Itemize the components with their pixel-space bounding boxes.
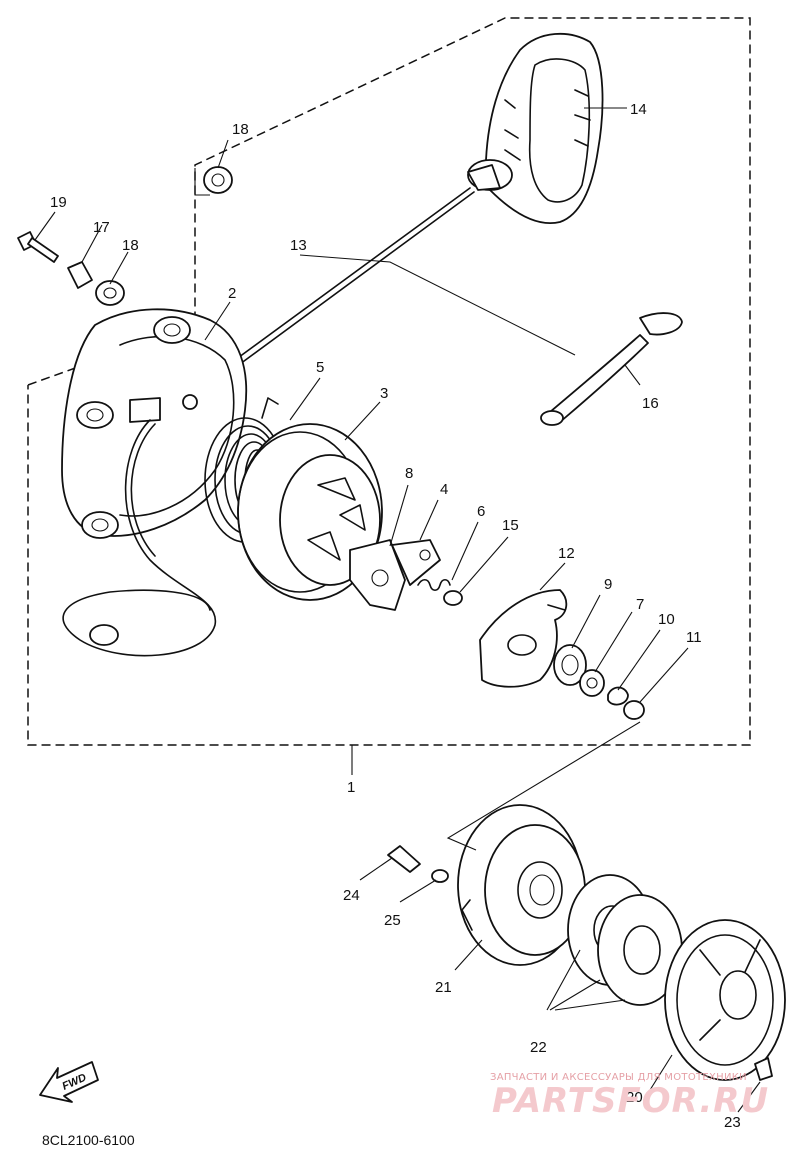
label-8: 8 bbox=[405, 465, 413, 482]
label-11: 11 bbox=[686, 629, 702, 646]
label-5: 5 bbox=[316, 359, 324, 376]
leader-lines bbox=[34, 107, 761, 1113]
starter-pulley bbox=[457, 804, 586, 966]
label-23: 23 bbox=[724, 1114, 741, 1131]
recoil-rope bbox=[234, 187, 475, 365]
label-24: 24 bbox=[343, 887, 360, 904]
label-20: 20 bbox=[626, 1089, 643, 1106]
label-18-upper: 18 bbox=[232, 121, 249, 138]
recoil-handle bbox=[467, 32, 604, 225]
label-25: 25 bbox=[384, 912, 401, 929]
label-17: 17 bbox=[93, 219, 110, 236]
label-10: 10 bbox=[658, 611, 675, 628]
bolt-24 bbox=[387, 845, 421, 873]
label-13: 13 bbox=[290, 237, 307, 254]
washer-25 bbox=[431, 869, 449, 883]
watermark-tagline: ЗАПЧАСТИ И АКСЕССУАРЫ ДЛЯ МОТОТЕХНИКИ bbox=[490, 1072, 747, 1083]
label-7: 7 bbox=[636, 596, 644, 613]
label-3: 3 bbox=[380, 385, 388, 402]
pawl-spring bbox=[417, 578, 451, 592]
washer-7 bbox=[579, 669, 605, 697]
label-2: 2 bbox=[228, 285, 236, 302]
friction-plate bbox=[479, 589, 568, 688]
ratchet-pawl bbox=[349, 539, 441, 611]
circlip-10 bbox=[607, 686, 629, 706]
screw-23 bbox=[754, 1057, 773, 1081]
label-12: 12 bbox=[558, 545, 575, 562]
rope-grommet bbox=[89, 624, 119, 646]
label-6: 6 bbox=[477, 503, 485, 520]
assembly-boundary bbox=[27, 17, 751, 746]
label-19: 19 bbox=[50, 194, 67, 211]
label-18-lower: 18 bbox=[122, 237, 139, 254]
label-15: 15 bbox=[502, 517, 519, 534]
label-9: 9 bbox=[604, 576, 612, 593]
label-22: 22 bbox=[530, 1039, 547, 1056]
bolt-19 bbox=[17, 231, 59, 263]
spacer-9 bbox=[553, 644, 587, 686]
label-21: 21 bbox=[435, 979, 452, 996]
rope-guide bbox=[540, 312, 683, 426]
flywheel-plate bbox=[664, 919, 786, 1081]
washer-15 bbox=[443, 590, 463, 606]
diagram-code: 8CL2100-6100 bbox=[42, 1132, 135, 1148]
watermark-brand: PARTSFOR.RU bbox=[492, 1081, 769, 1121]
rope-loop bbox=[62, 419, 217, 657]
nut-11 bbox=[623, 700, 645, 720]
fwd-arrow-icon: FWD bbox=[39, 1061, 99, 1103]
starter-case bbox=[61, 308, 248, 539]
label-4: 4 bbox=[440, 481, 448, 498]
label-14: 14 bbox=[630, 101, 647, 118]
label-1: 1 bbox=[347, 779, 355, 796]
label-16: 16 bbox=[642, 395, 659, 412]
damper-18-lower bbox=[95, 280, 125, 306]
damper-18-upper bbox=[203, 166, 233, 194]
clutch-plates bbox=[567, 874, 683, 1006]
collar-17 bbox=[67, 261, 93, 289]
